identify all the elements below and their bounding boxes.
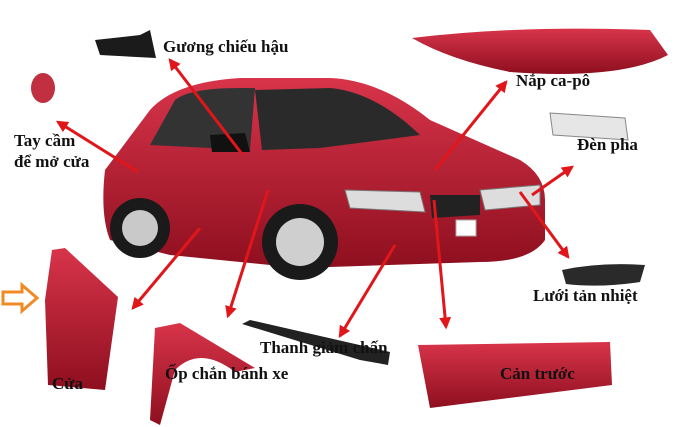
arrow-mirror — [168, 58, 244, 155]
label-bumper-bar: Thanh giảm chấn — [260, 338, 388, 357]
handle-part-image — [31, 73, 55, 103]
arrow-bumper-bar — [338, 244, 397, 339]
mirror-part-image — [95, 30, 156, 58]
arrow-handle — [55, 120, 139, 174]
arrow-grille — [518, 191, 570, 259]
door-part-image — [45, 248, 118, 390]
car-image — [103, 78, 545, 280]
label-fender: Ốp chắn bánh xe — [165, 364, 289, 383]
label-handle-line2: để mở cửa — [14, 152, 90, 171]
arrow-fender — [225, 189, 270, 319]
label-mirror: Gương chiếu hậu — [163, 37, 289, 56]
arrow-door — [131, 227, 202, 310]
label-headlight: Đèn pha — [577, 135, 638, 154]
label-door: Cửa — [52, 374, 83, 393]
label-front-bumper: Cản trước — [500, 364, 575, 383]
grille-part-image — [562, 264, 645, 286]
headlight-part-image — [549, 112, 629, 141]
label-handle-line1: Tay cầm — [14, 131, 76, 150]
front-bumper-part-image — [418, 342, 612, 408]
arrow-headlight — [531, 165, 574, 197]
pointer-arrow-icon — [1, 281, 40, 315]
hood-part-image — [412, 28, 668, 74]
label-grille: Lưới tản nhiệt — [533, 286, 638, 305]
fender-part-image — [150, 323, 255, 425]
arrow-front-bumper — [432, 199, 452, 330]
bumper-bar-part-image — [242, 320, 390, 365]
label-hood: Nắp ca-pô — [516, 71, 591, 90]
arrow-hood — [433, 80, 508, 171]
